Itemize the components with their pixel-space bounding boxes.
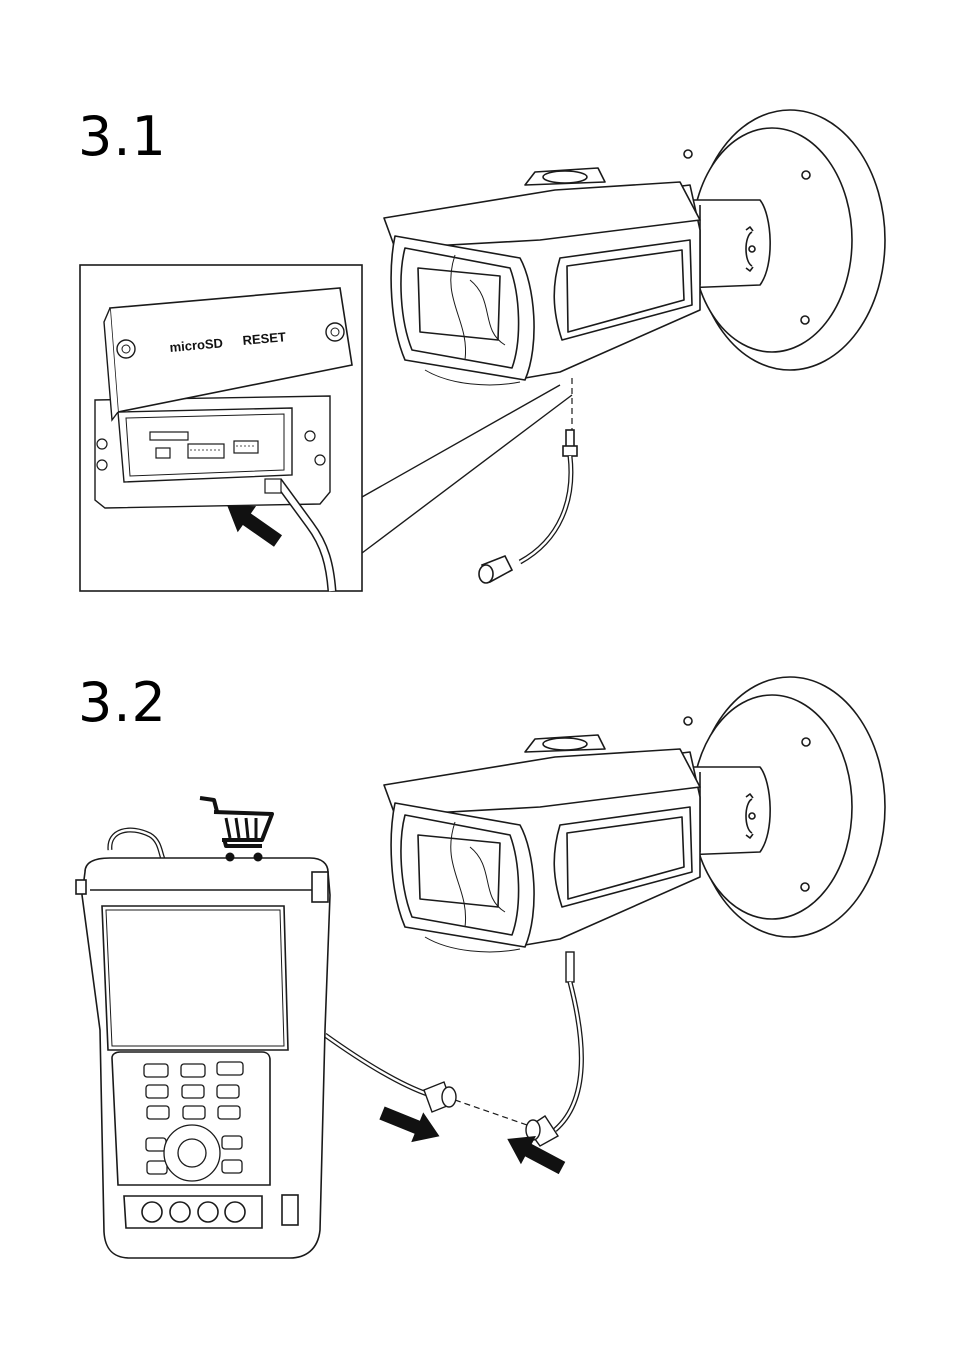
step1-pigtail-cable bbox=[479, 378, 577, 583]
step2-camera-cable bbox=[526, 952, 581, 1146]
step2-camera bbox=[384, 677, 885, 952]
connection-guide-line bbox=[455, 1100, 527, 1125]
zoom-lines bbox=[362, 385, 572, 553]
tester-device-icon bbox=[76, 858, 330, 1258]
detail-inset: microSD RESET bbox=[80, 265, 362, 591]
step1-camera bbox=[384, 110, 885, 385]
shopping-cart-icon bbox=[200, 798, 272, 862]
